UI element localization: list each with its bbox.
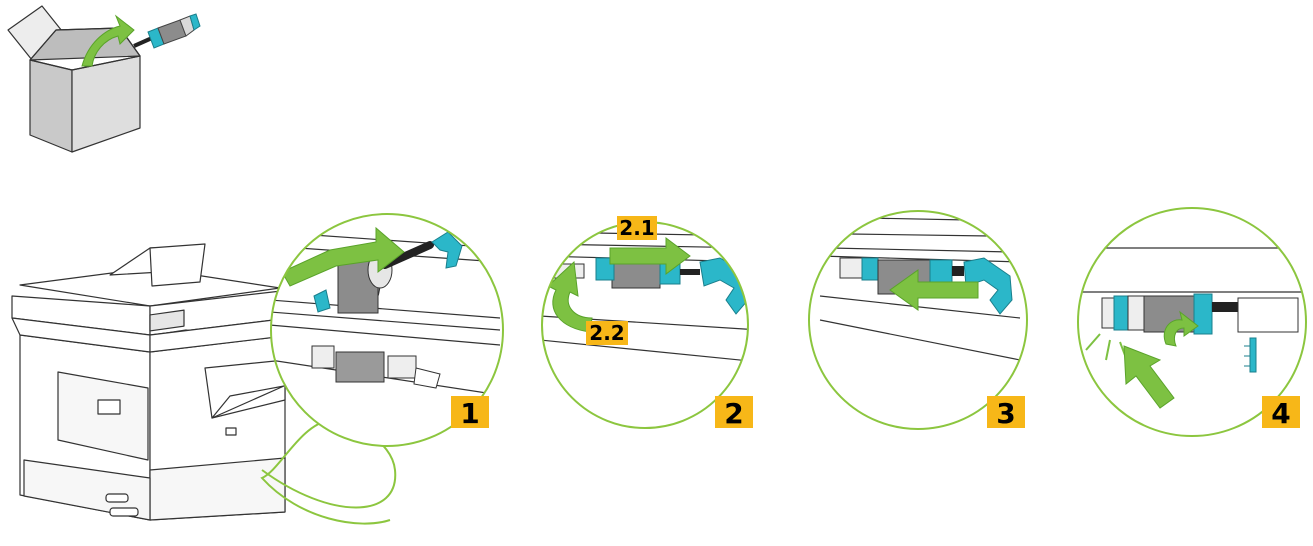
step-badge-1: 1 bbox=[451, 396, 489, 430]
step-badge-4: 4 bbox=[1262, 396, 1300, 430]
svg-text:2.2: 2.2 bbox=[589, 321, 624, 345]
roller-icon bbox=[1102, 294, 1298, 334]
printer-illustration bbox=[12, 244, 290, 520]
svg-text:4: 4 bbox=[1271, 397, 1290, 430]
unpack-illustration bbox=[8, 6, 200, 152]
sub-label-2-1: 2.1 bbox=[617, 216, 657, 240]
svg-text:2: 2 bbox=[724, 397, 743, 430]
replacement-roller-icon bbox=[134, 14, 200, 48]
svg-text:1: 1 bbox=[460, 397, 479, 430]
svg-text:2.1: 2.1 bbox=[619, 216, 654, 240]
step-badge-2: 2 bbox=[715, 396, 753, 430]
sub-label-2-2: 2.2 bbox=[586, 321, 628, 345]
step-badge-3: 3 bbox=[987, 396, 1025, 430]
svg-text:3: 3 bbox=[996, 397, 1015, 430]
